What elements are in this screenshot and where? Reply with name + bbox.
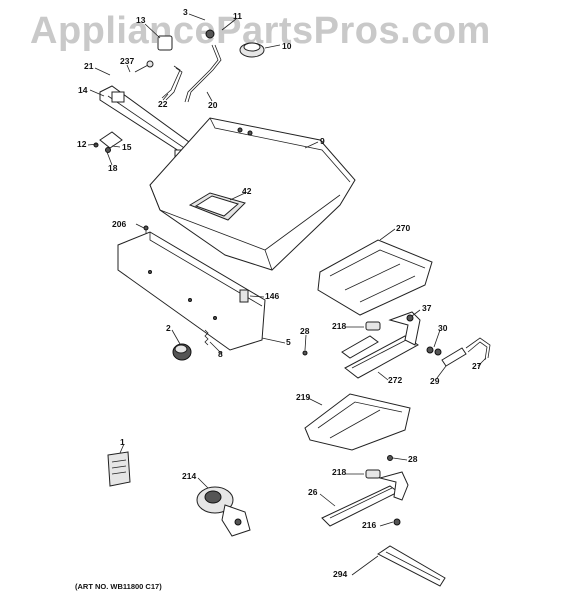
part-294-bracket [377,545,446,587]
callout-294: 294 [333,569,348,579]
part-219-shield-lower [304,393,411,451]
part-9-burner-box [149,117,356,271]
part-218-orifice-lower [365,469,381,479]
callout-12: 12 [77,139,87,149]
part-270-shield [317,239,433,316]
part-20-tube [184,44,222,103]
callout-28-top: 28 [300,326,310,336]
callout-146: 146 [265,291,280,301]
callout-237: 237 [120,56,135,66]
callout-11: 11 [233,11,242,21]
part-26-burner-lower [321,471,409,527]
part-146-clip [239,289,249,303]
callout-30: 30 [438,323,448,333]
part-5-front-panel [117,231,266,351]
callout-9: 9 [320,136,325,146]
leader-lines [87,13,487,576]
callout-22: 22 [158,99,168,109]
callout-18: 18 [108,163,118,173]
part-28-screw-lower [387,455,393,461]
callout-1: 1 [120,437,125,447]
callout-37: 37 [422,303,432,313]
part-2-knob [172,343,192,361]
part-216-nut [393,518,401,526]
callout-21: 21 [84,61,94,71]
part-13-thermostat [157,35,173,51]
part-218-orifice-top [365,321,381,331]
part-37-screw [406,314,414,322]
part-30-fitting [426,346,442,356]
callout-270: 270 [396,223,411,233]
callout-13: 13 [136,15,146,25]
callout-20: 20 [208,100,218,110]
callout-214: 214 [182,471,197,481]
callout-8: 8 [218,349,223,359]
part-29-valve [441,347,467,367]
callout-29: 29 [430,376,440,386]
part-27-tube [465,337,491,361]
part-12-valve [93,131,123,153]
callout-272: 272 [388,375,403,385]
callout-26: 26 [308,487,318,497]
part-8-spring [204,329,209,346]
callout-216: 216 [362,520,377,530]
part-22-tube [161,65,183,101]
callout-3: 3 [183,7,188,17]
callout-27: 27 [472,361,482,371]
callout-28-lower: 28 [408,454,418,464]
art-number: (ART NO. WB11800 C17) [75,582,162,591]
callout-42: 42 [242,186,252,196]
callout-218-lower: 218 [332,467,347,477]
callout-14: 14 [78,85,88,95]
part-237-fitting [134,60,154,73]
callout-218-top: 218 [332,321,347,331]
part-28-screw-top [302,350,308,356]
part-11-fitting [205,29,215,39]
callout-2: 2 [166,323,171,333]
callout-5: 5 [286,337,291,347]
part-272-burner [341,311,421,379]
callout-219: 219 [296,392,311,402]
callout-10: 10 [282,41,292,51]
callout-15: 15 [122,142,132,152]
part-214-regulator [196,486,251,537]
part-1-manual [107,451,131,487]
part-10-igniter [239,42,265,58]
callout-206: 206 [112,219,127,229]
